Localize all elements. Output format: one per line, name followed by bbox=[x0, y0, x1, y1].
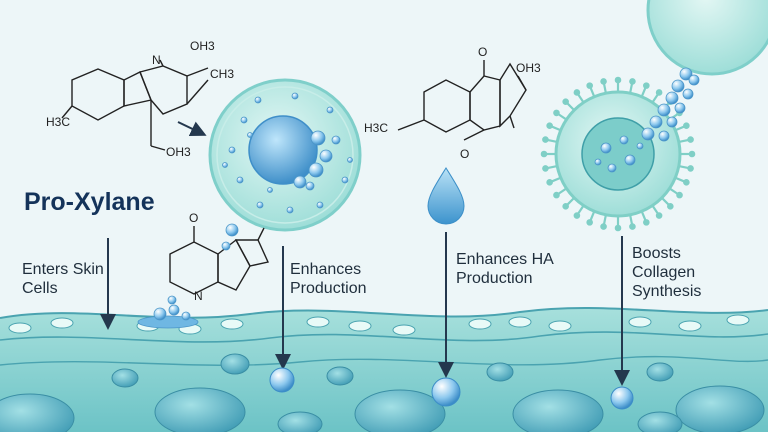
page-title: Pro-Xylane bbox=[24, 188, 155, 216]
cell-spike-tip bbox=[586, 219, 593, 226]
cell-spike-tip bbox=[573, 212, 581, 219]
cell-spike-tip bbox=[562, 98, 569, 105]
cell-spike-tip bbox=[553, 191, 560, 199]
cell-spike-tip bbox=[687, 165, 694, 172]
cell-spike-tip bbox=[586, 82, 593, 89]
mol1-ch3: CH3 bbox=[210, 67, 234, 81]
cell-spike-tip bbox=[643, 82, 650, 89]
molecule-3 bbox=[169, 226, 269, 295]
cell-spike-tip bbox=[614, 224, 622, 232]
mol1-atom-n: N bbox=[152, 53, 161, 67]
skin-layers bbox=[0, 307, 768, 432]
cell-spike-tip bbox=[553, 109, 560, 117]
cell-spike-tip bbox=[629, 78, 636, 85]
cell-spike-tip bbox=[667, 203, 674, 210]
mol1-h3c: H3C bbox=[46, 115, 70, 129]
cell-icon bbox=[208, 78, 362, 232]
mol1-oh-bottom: OH3 bbox=[166, 145, 191, 159]
mol2-oh-right: OH3 bbox=[516, 61, 541, 75]
cell-spike-tip bbox=[573, 89, 581, 96]
fibroblast-cell bbox=[540, 76, 696, 232]
mol3-o-top: O bbox=[189, 211, 198, 225]
cell-spike-tip bbox=[687, 136, 694, 143]
result-bubbles bbox=[269, 367, 634, 410]
droplet-icon bbox=[427, 167, 465, 225]
cell-spike-tip bbox=[629, 223, 636, 230]
cell-spike-tip bbox=[688, 150, 696, 158]
cell-spike-tip bbox=[546, 179, 553, 186]
cell-spike-tip bbox=[540, 150, 548, 158]
cell-spike-tip bbox=[562, 203, 569, 210]
mol1-oh-top: OH3 bbox=[190, 39, 215, 53]
cell-spike-tip bbox=[655, 89, 663, 96]
step-ha-production: Enhances HA Production bbox=[456, 251, 553, 288]
cell-spike-tip bbox=[655, 212, 663, 219]
cell-spike-tip bbox=[600, 78, 607, 85]
absorbing-bubbles bbox=[137, 223, 239, 329]
cell-spike-tip bbox=[614, 76, 622, 84]
cell-spike-tip bbox=[600, 223, 607, 230]
cell-spike-tip bbox=[683, 179, 690, 186]
collagen-chain-icon bbox=[641, 67, 700, 142]
molecule-2 bbox=[397, 60, 527, 141]
cell-spike-tip bbox=[542, 136, 549, 143]
upper-cell bbox=[646, 0, 768, 76]
molecule-1 bbox=[61, 59, 209, 151]
cell-spike-tip bbox=[542, 165, 549, 172]
cell-spike-tip bbox=[683, 122, 690, 129]
step-enters-skin-cells: Enters Skin Cells bbox=[22, 261, 104, 298]
step-collagen-synthesis: Boosts Collagen Synthesis bbox=[632, 245, 702, 301]
step-enhances-production: Enhances Production bbox=[290, 261, 367, 298]
mol2-o-top-left: O bbox=[478, 45, 487, 59]
cell-spike-tip bbox=[546, 122, 553, 129]
arrow-to-cell bbox=[177, 121, 207, 137]
mol2-h3c: H3C bbox=[364, 121, 388, 135]
cell-spike-tip bbox=[643, 219, 650, 226]
mol3-n: N bbox=[194, 289, 203, 303]
cell-spike-tip bbox=[676, 191, 683, 199]
mol2-o-bottom: O bbox=[460, 147, 469, 161]
